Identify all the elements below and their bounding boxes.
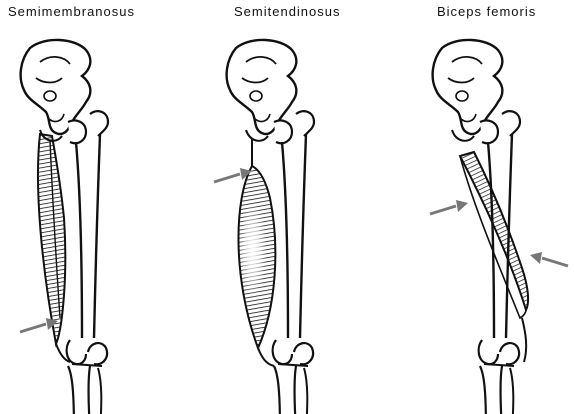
semimembranosus-leg	[21, 40, 108, 414]
arrow-biceps-femoris-long	[430, 200, 468, 214]
biceps-femoris-leg	[433, 40, 528, 414]
arrow-biceps-femoris-short	[530, 252, 568, 266]
arrow-semimembranosus	[20, 318, 58, 332]
semitendinosus-leg	[227, 40, 314, 414]
